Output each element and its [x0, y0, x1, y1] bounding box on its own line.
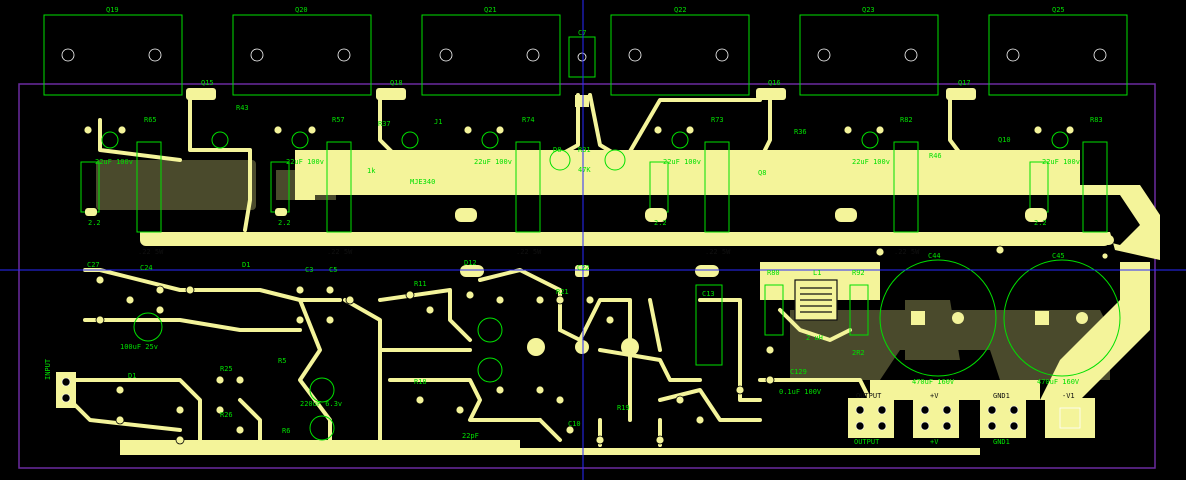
ref-c3: C3 [305, 266, 314, 274]
ref-r31: R31 [578, 146, 591, 154]
ref-r74: R74 [522, 116, 535, 124]
ref-q17: Q17 [958, 79, 971, 87]
label-plusv-b: +V [930, 438, 939, 446]
ref-r19: R19 [617, 404, 630, 412]
value-2uh: 2 uH [806, 334, 823, 342]
label-cap-a: 22uF 100v [95, 158, 133, 166]
value-2r2: 2R2 [852, 349, 865, 357]
inductor [794, 279, 838, 321]
ref-c24: C24 [140, 264, 153, 272]
board-outline [18, 83, 1156, 469]
ref-r92: R92 [852, 269, 865, 277]
ref-q21: Q21 [484, 6, 497, 14]
ref-c22: C22 [577, 264, 590, 272]
label-output-b: OUTPUT [854, 438, 880, 446]
mounting-holes [61, 48, 1107, 62]
ref-c5: C5 [329, 266, 338, 274]
bulk-cap-pads [911, 311, 1088, 325]
value-2r2-a: 2.2 [88, 219, 101, 227]
ref-r37: R37 [378, 120, 391, 128]
value-r5w-c: .22 5W [516, 248, 542, 256]
ref-r83: R83 [1090, 116, 1103, 124]
value-2r2-b: 2.2 [278, 219, 291, 227]
value-470uf-a: 470uF 160V [912, 378, 955, 386]
value-r5w-e: .22 5W [894, 248, 920, 256]
value-22pf: 22pF [462, 432, 479, 440]
value-1k: 1k [367, 167, 376, 175]
ref-j1: J1 [434, 118, 443, 126]
ref-r73: R73 [711, 116, 724, 124]
ref-c45: C45 [1052, 252, 1065, 260]
ref-r11: R11 [414, 280, 427, 288]
ref-r36: R36 [794, 128, 807, 136]
ref-d1-lower: D1 [128, 372, 137, 380]
value-220uf: 220uF 6.3v [300, 400, 343, 408]
value-2r2-c: 2.2 [654, 219, 667, 227]
value-100uf: 100uF 25v [120, 343, 158, 351]
ref-r21: R21 [556, 288, 569, 296]
ref-q25: Q25 [1052, 6, 1065, 14]
ref-r25: R25 [220, 365, 233, 373]
value-470uf-b: 470uF 160V [1037, 378, 1080, 386]
label-plusv-a: +V [930, 392, 939, 400]
vias [83, 125, 1109, 445]
ref-d1: D1 [242, 261, 251, 269]
ref-c10: C10 [568, 420, 581, 428]
ref-r6: R6 [282, 427, 291, 435]
value-mje340: MJE340 [410, 178, 436, 186]
ref-q23: Q23 [862, 6, 875, 14]
ref-q16: Q16 [768, 79, 781, 87]
ref-c7: C7 [578, 29, 587, 37]
value-r5w-d: .22 5W [705, 248, 731, 256]
ref-r46: R46 [929, 152, 942, 160]
ref-r65: R65 [144, 116, 157, 124]
label-cap-e: 22uF 100v [852, 158, 890, 166]
small-capacitors [101, 131, 1069, 441]
ref-d8: D8 [553, 146, 562, 154]
ref-d12: D12 [464, 259, 477, 267]
power-resistors [80, 141, 1108, 336]
through-hole-pads [85, 88, 1114, 366]
ref-q20: Q20 [295, 6, 308, 14]
label-cap-d: 22uF 100v [663, 158, 701, 166]
power-transistor-row [43, 14, 1128, 96]
value-r5w-b: .22 5W [327, 248, 353, 256]
ref-c13: C13 [702, 290, 715, 298]
ref-r43: R43 [236, 104, 249, 112]
value-47k: 47K [578, 166, 591, 174]
input-connector [56, 372, 76, 408]
ref-q8: Q8 [758, 169, 767, 177]
label-output-a: OUTPUT [856, 392, 882, 400]
ref-r5: R5 [278, 357, 287, 365]
ref-r18: R18 [414, 378, 427, 386]
ref-c27: C27 [87, 261, 100, 269]
value-2r2-d: 2.2 [1034, 219, 1047, 227]
label-minusv: -V1 [1062, 392, 1075, 400]
label-cap-b: 22uF 100v [286, 158, 324, 166]
label-gnd-a: GND1 [993, 392, 1010, 400]
ref-q15: Q15 [201, 79, 214, 87]
ref-q22: Q22 [674, 6, 687, 14]
ref-c129: C129 [790, 368, 807, 376]
label-cap-c: 22uF 100v [474, 158, 512, 166]
ref-q19: Q19 [106, 6, 119, 14]
value-r5w-a: .22 5W [138, 248, 164, 256]
ref-q10: Q10 [998, 136, 1011, 144]
ref-l1: L1 [813, 269, 822, 277]
ref-c44: C44 [928, 252, 941, 260]
ref-q18: Q18 [390, 79, 403, 87]
output-terminals [848, 398, 1095, 438]
ref-r80: R80 [767, 269, 780, 277]
label-gnd-b: GND1 [993, 438, 1010, 446]
ref-r82: R82 [900, 116, 913, 124]
label-cap-f: 22uF 100v [1042, 158, 1080, 166]
bulk-capacitors [879, 259, 1121, 377]
value-01uf: 0.1uF 100V [779, 388, 822, 396]
ref-r57: R57 [332, 116, 345, 124]
ref-r26: R26 [220, 411, 233, 419]
label-input: INPUT [44, 358, 52, 380]
